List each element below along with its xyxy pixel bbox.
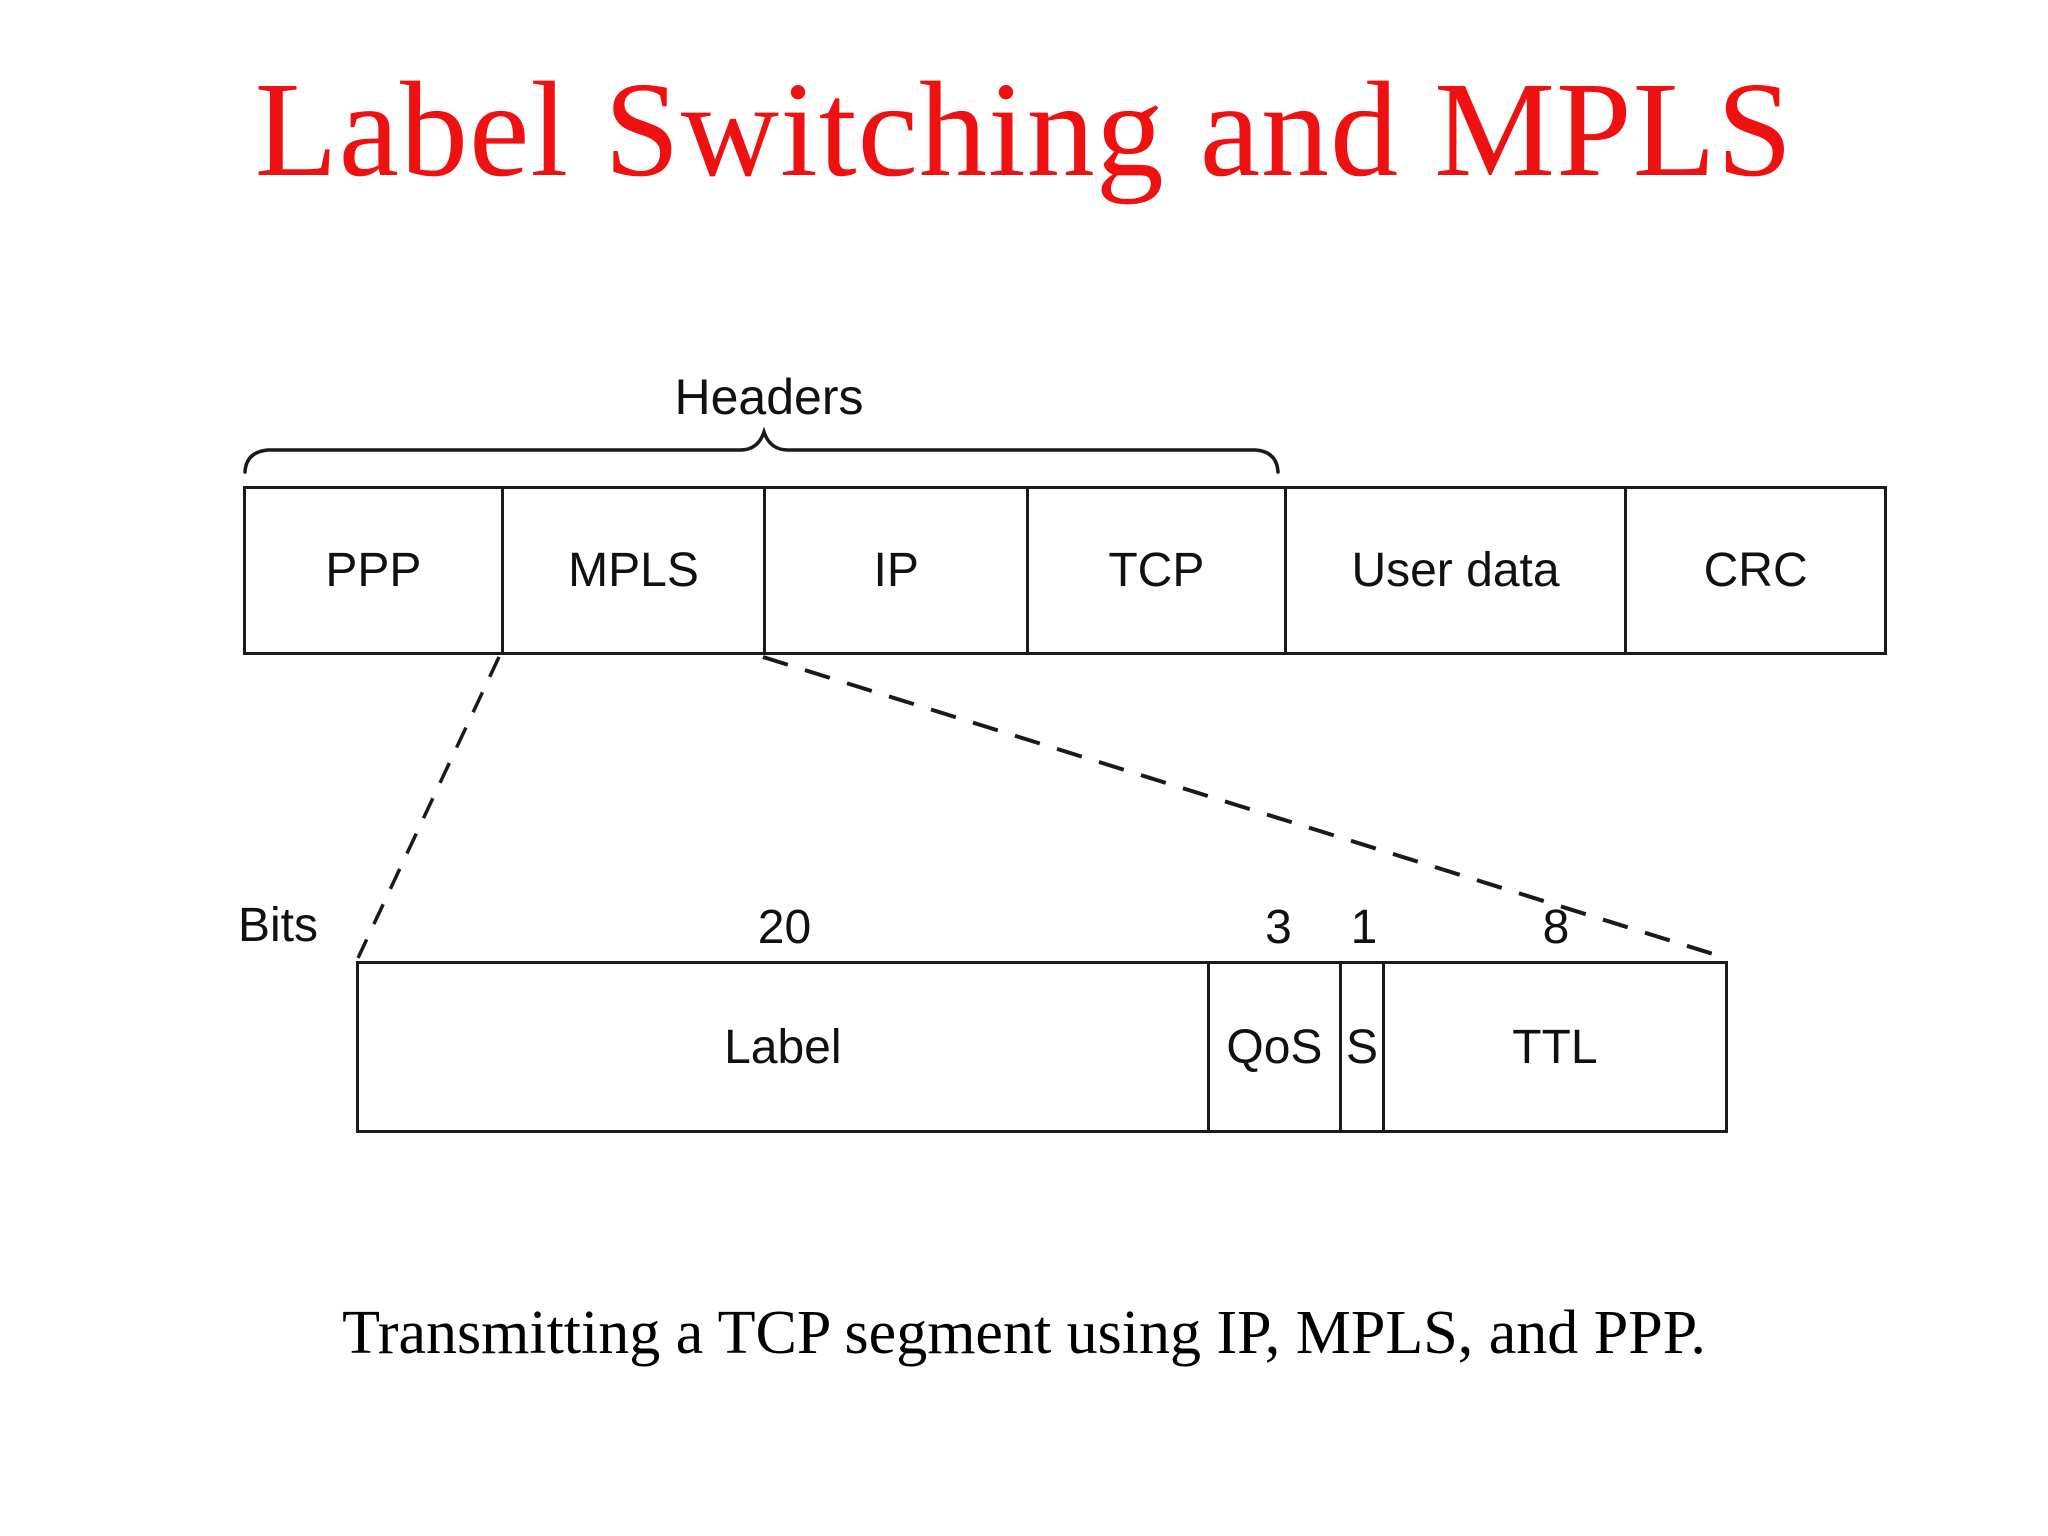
packet-field-user-data: User data	[1287, 489, 1628, 652]
mpls-field-s: S	[1342, 964, 1385, 1130]
packet-field-label: CRC	[1703, 544, 1808, 597]
packet-field-ppp: PPP	[246, 489, 504, 652]
mpls-field-text: Label	[724, 1020, 842, 1074]
bit-width-label-field: 20	[356, 896, 1213, 952]
bit-widths-row: 20 3 1 8	[356, 896, 1728, 952]
packet-field-label: User data	[1351, 544, 1560, 597]
packet-field-label: TCP	[1108, 544, 1205, 597]
bit-width-s-field: 1	[1344, 896, 1384, 952]
bit-width-qos-field: 3	[1213, 896, 1344, 952]
mpls-field-ttl: TTL	[1385, 964, 1725, 1130]
mpls-bit-row: Label QoS S TTL	[356, 961, 1728, 1133]
bit-count: 1	[1350, 901, 1378, 954]
mpls-field-text: TTL	[1512, 1020, 1598, 1074]
packet-field-mpls: MPLS	[504, 489, 767, 652]
bit-count: 3	[1265, 901, 1292, 954]
mpls-field-text: QoS	[1226, 1020, 1323, 1074]
headers-brace	[243, 426, 1280, 474]
packet-row: PPP MPLS IP TCP User data CRC	[243, 486, 1887, 655]
bit-count: 8	[1542, 901, 1570, 954]
slide-caption: Transmitting a TCP segment using IP, MPL…	[342, 1299, 1706, 1367]
packet-field-crc: CRC	[1627, 489, 1884, 652]
packet-field-ip: IP	[766, 489, 1029, 652]
mpls-field-text: S	[1345, 1020, 1378, 1074]
packet-field-label: MPLS	[568, 544, 699, 597]
bits-axis-label: Bits	[238, 899, 319, 952]
packet-field-label: PPP	[325, 544, 422, 597]
packet-field-label: IP	[873, 544, 919, 597]
bit-width-ttl-field: 8	[1384, 896, 1728, 952]
packet-field-tcp: TCP	[1029, 489, 1287, 652]
bit-count: 20	[757, 901, 812, 954]
headers-brace-label: Headers	[674, 369, 864, 425]
mpls-field-label: Label	[359, 964, 1210, 1130]
slide-title: Label Switching and MPLS	[254, 55, 1794, 205]
mpls-field-qos: QoS	[1210, 964, 1343, 1130]
